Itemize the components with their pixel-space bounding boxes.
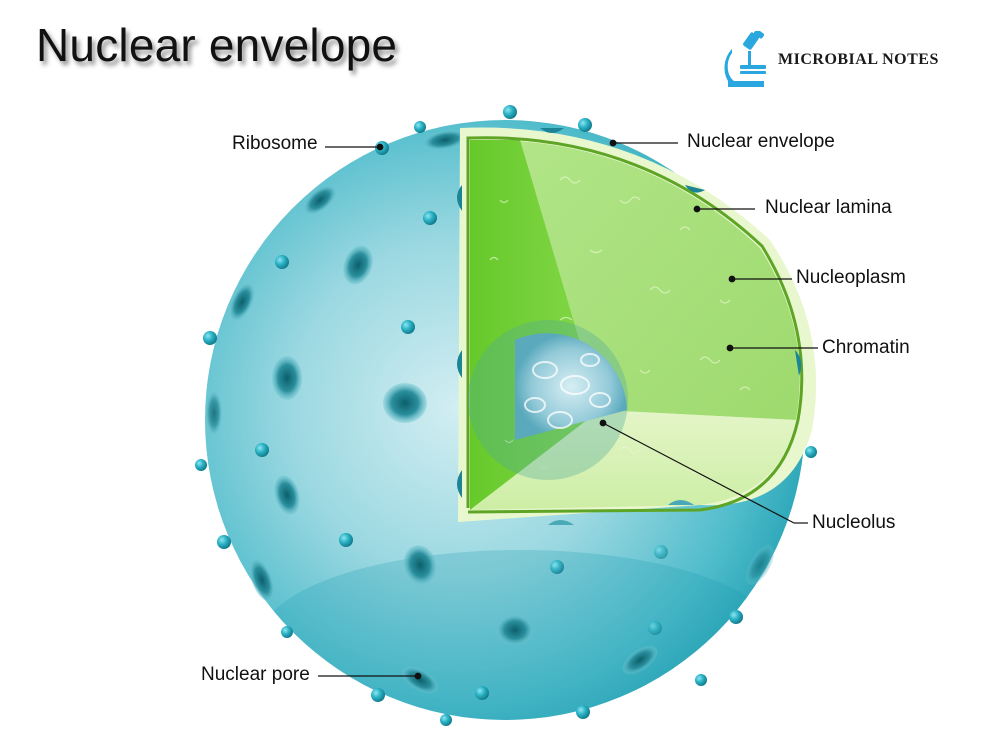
- logo-text: MICROBIAL NOTES: [778, 51, 939, 68]
- label-nuclear-lamina: Nuclear lamina: [765, 197, 892, 218]
- label-nuclear-pore: Nuclear pore: [201, 664, 310, 685]
- leader-lines: [318, 139, 818, 680]
- label-ribosome: Ribosome: [232, 133, 318, 154]
- nucleus-cutaway: [457, 127, 817, 525]
- ribosomes: [195, 105, 817, 726]
- logo: MICROBIAL NOTES: [724, 30, 939, 90]
- label-nuclear-envelope: Nuclear envelope: [687, 131, 835, 152]
- label-chromatin: Chromatin: [822, 337, 910, 358]
- nuclear-pores: [206, 130, 774, 694]
- label-nucleolus: Nucleolus: [812, 512, 896, 533]
- microscope-icon: [724, 31, 766, 87]
- label-nucleoplasm: Nucleoplasm: [796, 267, 906, 288]
- page-title: Nuclear envelope: [36, 19, 398, 71]
